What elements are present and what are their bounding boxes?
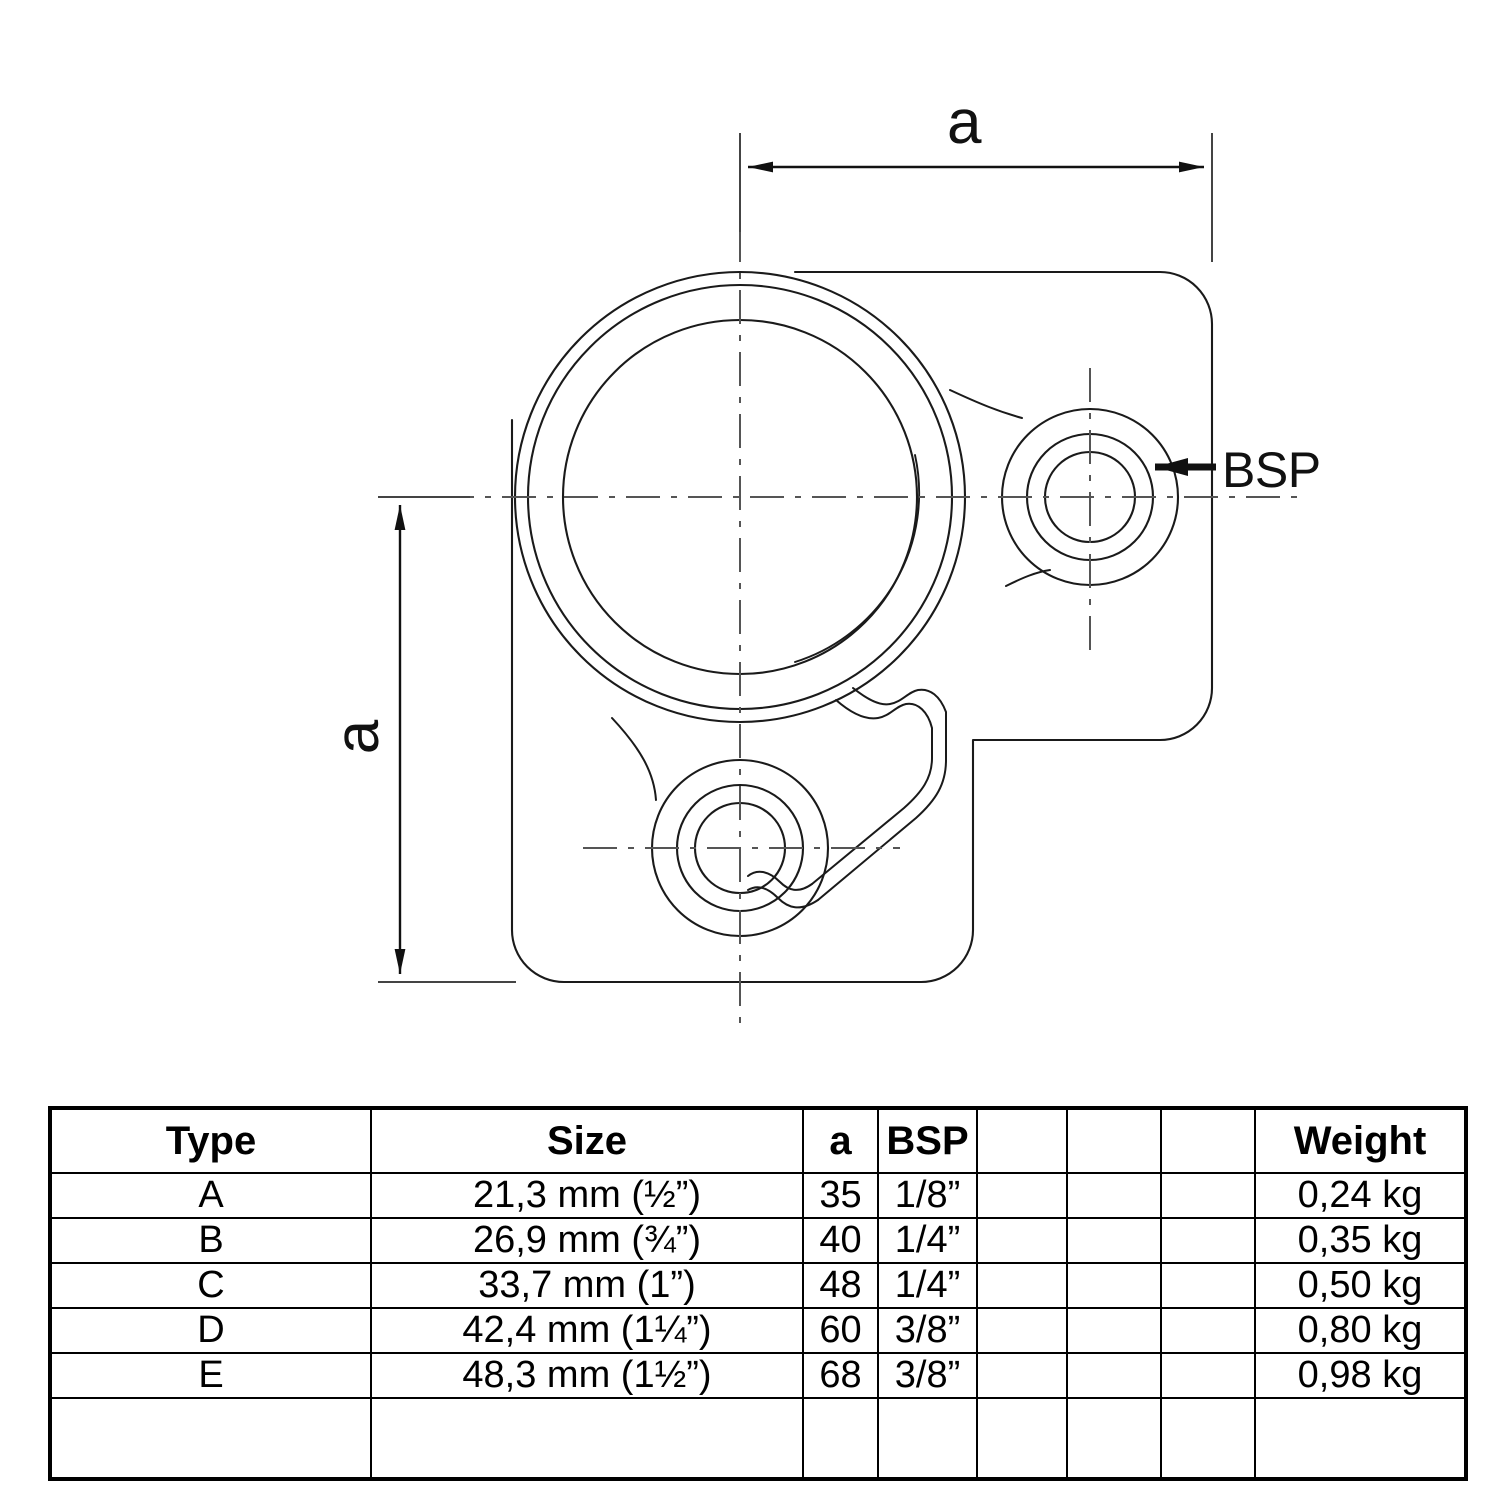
cell-type: B bbox=[49, 1217, 372, 1264]
column-header-empty-1 bbox=[976, 1107, 1068, 1174]
cell-a: 35 bbox=[802, 1172, 879, 1219]
cell-filler-empty-3 bbox=[1160, 1397, 1256, 1480]
spec-table-body: A 21,3 mm (½”) 35 1/8” 0,24 kg B 26,9 mm… bbox=[49, 1172, 1467, 1480]
cell-empty-3 bbox=[1160, 1172, 1256, 1219]
cell-empty-1 bbox=[976, 1307, 1068, 1354]
cell-a: 48 bbox=[802, 1262, 879, 1309]
cell-filler-weight bbox=[1254, 1397, 1467, 1480]
bottom-boss-fillet-left bbox=[611, 717, 657, 801]
table-filler-row bbox=[49, 1397, 1467, 1480]
cell-empty-2 bbox=[1066, 1172, 1162, 1219]
cell-empty-3 bbox=[1160, 1262, 1256, 1309]
cell-empty-2 bbox=[1066, 1217, 1162, 1264]
body-outline bbox=[510, 270, 1214, 984]
cell-empty-2 bbox=[1066, 1262, 1162, 1309]
cell-size: 21,3 mm (½”) bbox=[370, 1172, 804, 1219]
cell-bsp: 1/8” bbox=[877, 1172, 978, 1219]
cell-type: C bbox=[49, 1262, 372, 1309]
cell-empty-2 bbox=[1066, 1307, 1162, 1354]
table-header-row: Type Size a BSP Weight bbox=[49, 1107, 1467, 1174]
cell-size: 42,4 mm (1¼”) bbox=[370, 1307, 804, 1354]
column-header-bsp: BSP bbox=[877, 1107, 978, 1174]
cell-size: 48,3 mm (1½”) bbox=[370, 1352, 804, 1399]
column-header-empty-3 bbox=[1160, 1107, 1256, 1174]
table-row: E 48,3 mm (1½”) 68 3/8” 0,98 kg bbox=[49, 1352, 1467, 1399]
spec-table: Type Size a BSP Weight A 21,3 mm (½”) 35… bbox=[48, 1106, 1468, 1481]
cell-type: D bbox=[49, 1307, 372, 1354]
cell-empty-2 bbox=[1066, 1352, 1162, 1399]
cell-a: 60 bbox=[802, 1307, 879, 1354]
table-row: D 42,4 mm (1¼”) 60 3/8” 0,80 kg bbox=[49, 1307, 1467, 1354]
cell-filler-size bbox=[370, 1397, 804, 1480]
clamp-rib-bottom-wave-inner bbox=[747, 870, 813, 891]
cell-weight: 0,80 kg bbox=[1254, 1307, 1467, 1354]
bsp-callout-label: BSP bbox=[1222, 442, 1321, 498]
column-header-size: Size bbox=[370, 1107, 804, 1174]
fitting-drawing-svg bbox=[378, 133, 1300, 1030]
cell-weight: 0,35 kg bbox=[1254, 1217, 1467, 1264]
cell-filler-empty-2 bbox=[1066, 1397, 1162, 1480]
cell-bsp: 3/8” bbox=[877, 1352, 978, 1399]
cell-weight: 0,98 kg bbox=[1254, 1352, 1467, 1399]
cell-empty-1 bbox=[976, 1217, 1068, 1264]
cell-empty-3 bbox=[1160, 1352, 1256, 1399]
cell-empty-3 bbox=[1160, 1217, 1256, 1264]
cell-filler-empty-1 bbox=[976, 1397, 1068, 1480]
clamp-rib-bottom-wave bbox=[747, 886, 819, 909]
clamp-rib-outer bbox=[817, 687, 947, 901]
cell-weight: 0,50 kg bbox=[1254, 1262, 1467, 1309]
column-header-a: a bbox=[802, 1107, 879, 1174]
clamp-rib-inner bbox=[811, 699, 933, 885]
cell-a: 40 bbox=[802, 1217, 879, 1264]
table-row: C 33,7 mm (1”) 48 1/4” 0,50 kg bbox=[49, 1262, 1467, 1309]
right-boss-fillet-top bbox=[949, 389, 1023, 419]
cell-empty-3 bbox=[1160, 1307, 1256, 1354]
cell-size: 26,9 mm (¾”) bbox=[370, 1217, 804, 1264]
cell-empty-1 bbox=[976, 1352, 1068, 1399]
column-header-empty-2 bbox=[1066, 1107, 1162, 1174]
dimension-label-a-left: a bbox=[323, 719, 393, 755]
cell-bsp: 1/4” bbox=[877, 1262, 978, 1309]
right-boss-fillet-bottom bbox=[1005, 569, 1051, 587]
table-row: B 26,9 mm (¾”) 40 1/4” 0,35 kg bbox=[49, 1217, 1467, 1264]
spec-table-head: Type Size a BSP Weight bbox=[49, 1107, 1467, 1174]
cell-weight: 0,24 kg bbox=[1254, 1172, 1467, 1219]
column-header-weight: Weight bbox=[1254, 1107, 1467, 1174]
cell-type: A bbox=[49, 1172, 372, 1219]
cell-filler-a bbox=[802, 1397, 879, 1480]
spec-table-container: Type Size a BSP Weight A 21,3 mm (½”) 35… bbox=[48, 1106, 1468, 1481]
cell-size: 33,7 mm (1”) bbox=[370, 1262, 804, 1309]
cell-bsp: 1/4” bbox=[877, 1217, 978, 1264]
fitting-drawing: a a BSP bbox=[323, 88, 1321, 1030]
cell-bsp: 3/8” bbox=[877, 1307, 978, 1354]
cell-empty-1 bbox=[976, 1262, 1068, 1309]
cell-type: E bbox=[49, 1352, 372, 1399]
column-header-type: Type bbox=[49, 1107, 372, 1174]
main-bore-relief-arc bbox=[794, 454, 921, 663]
cell-a: 68 bbox=[802, 1352, 879, 1399]
table-row: A 21,3 mm (½”) 35 1/8” 0,24 kg bbox=[49, 1172, 1467, 1219]
cell-filler-bsp bbox=[877, 1397, 978, 1480]
cell-filler-type bbox=[49, 1397, 372, 1480]
dimension-label-a-top: a bbox=[947, 88, 982, 157]
cell-empty-1 bbox=[976, 1172, 1068, 1219]
